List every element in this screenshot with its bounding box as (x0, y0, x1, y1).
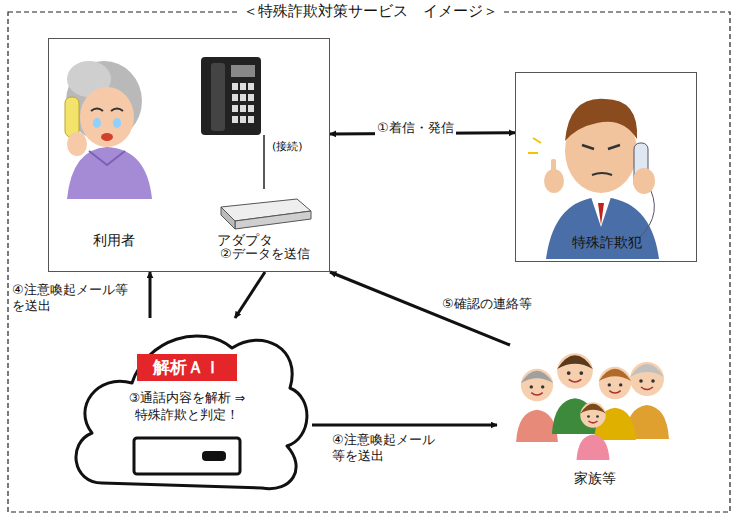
edge-label: ④注意喚起メール等 を送出 (10, 282, 144, 315)
illustration-box: 特殊詐欺犯 (515, 72, 697, 262)
diagram-title: ＜特殊詐欺対策サービス イメージ＞ (237, 2, 504, 21)
node-label: 家族等 (574, 469, 616, 488)
arrow-connector (149, 272, 152, 318)
family-node: 家族等 (497, 345, 692, 505)
cloud-node: 解析ＡＩ ③通話内容を解析 ⇒特殊詐欺と判定！ (62, 318, 312, 503)
edge-label: ①着信・発信 (375, 120, 456, 136)
ai-badge: 解析ＡＩ (137, 354, 237, 381)
edge-label: ②データを送信 (218, 246, 312, 262)
ai-description: ③通話内容を解析 ⇒特殊詐欺と判定！ (112, 390, 262, 424)
illustration-box: 利用者アダプタ (48, 38, 330, 272)
edge-label: ⑤確認の連絡等 (440, 296, 534, 312)
box-label: 特殊詐欺犯 (572, 233, 642, 252)
arrow-connector (235, 272, 265, 318)
arrow-connector (312, 424, 497, 427)
edge-label: ④注意喚起メール 等を送出 (330, 432, 464, 465)
user-and-adapter-illustration (49, 39, 331, 273)
connection-note: (接続) (270, 140, 305, 154)
box-label: 利用者 (93, 231, 135, 250)
